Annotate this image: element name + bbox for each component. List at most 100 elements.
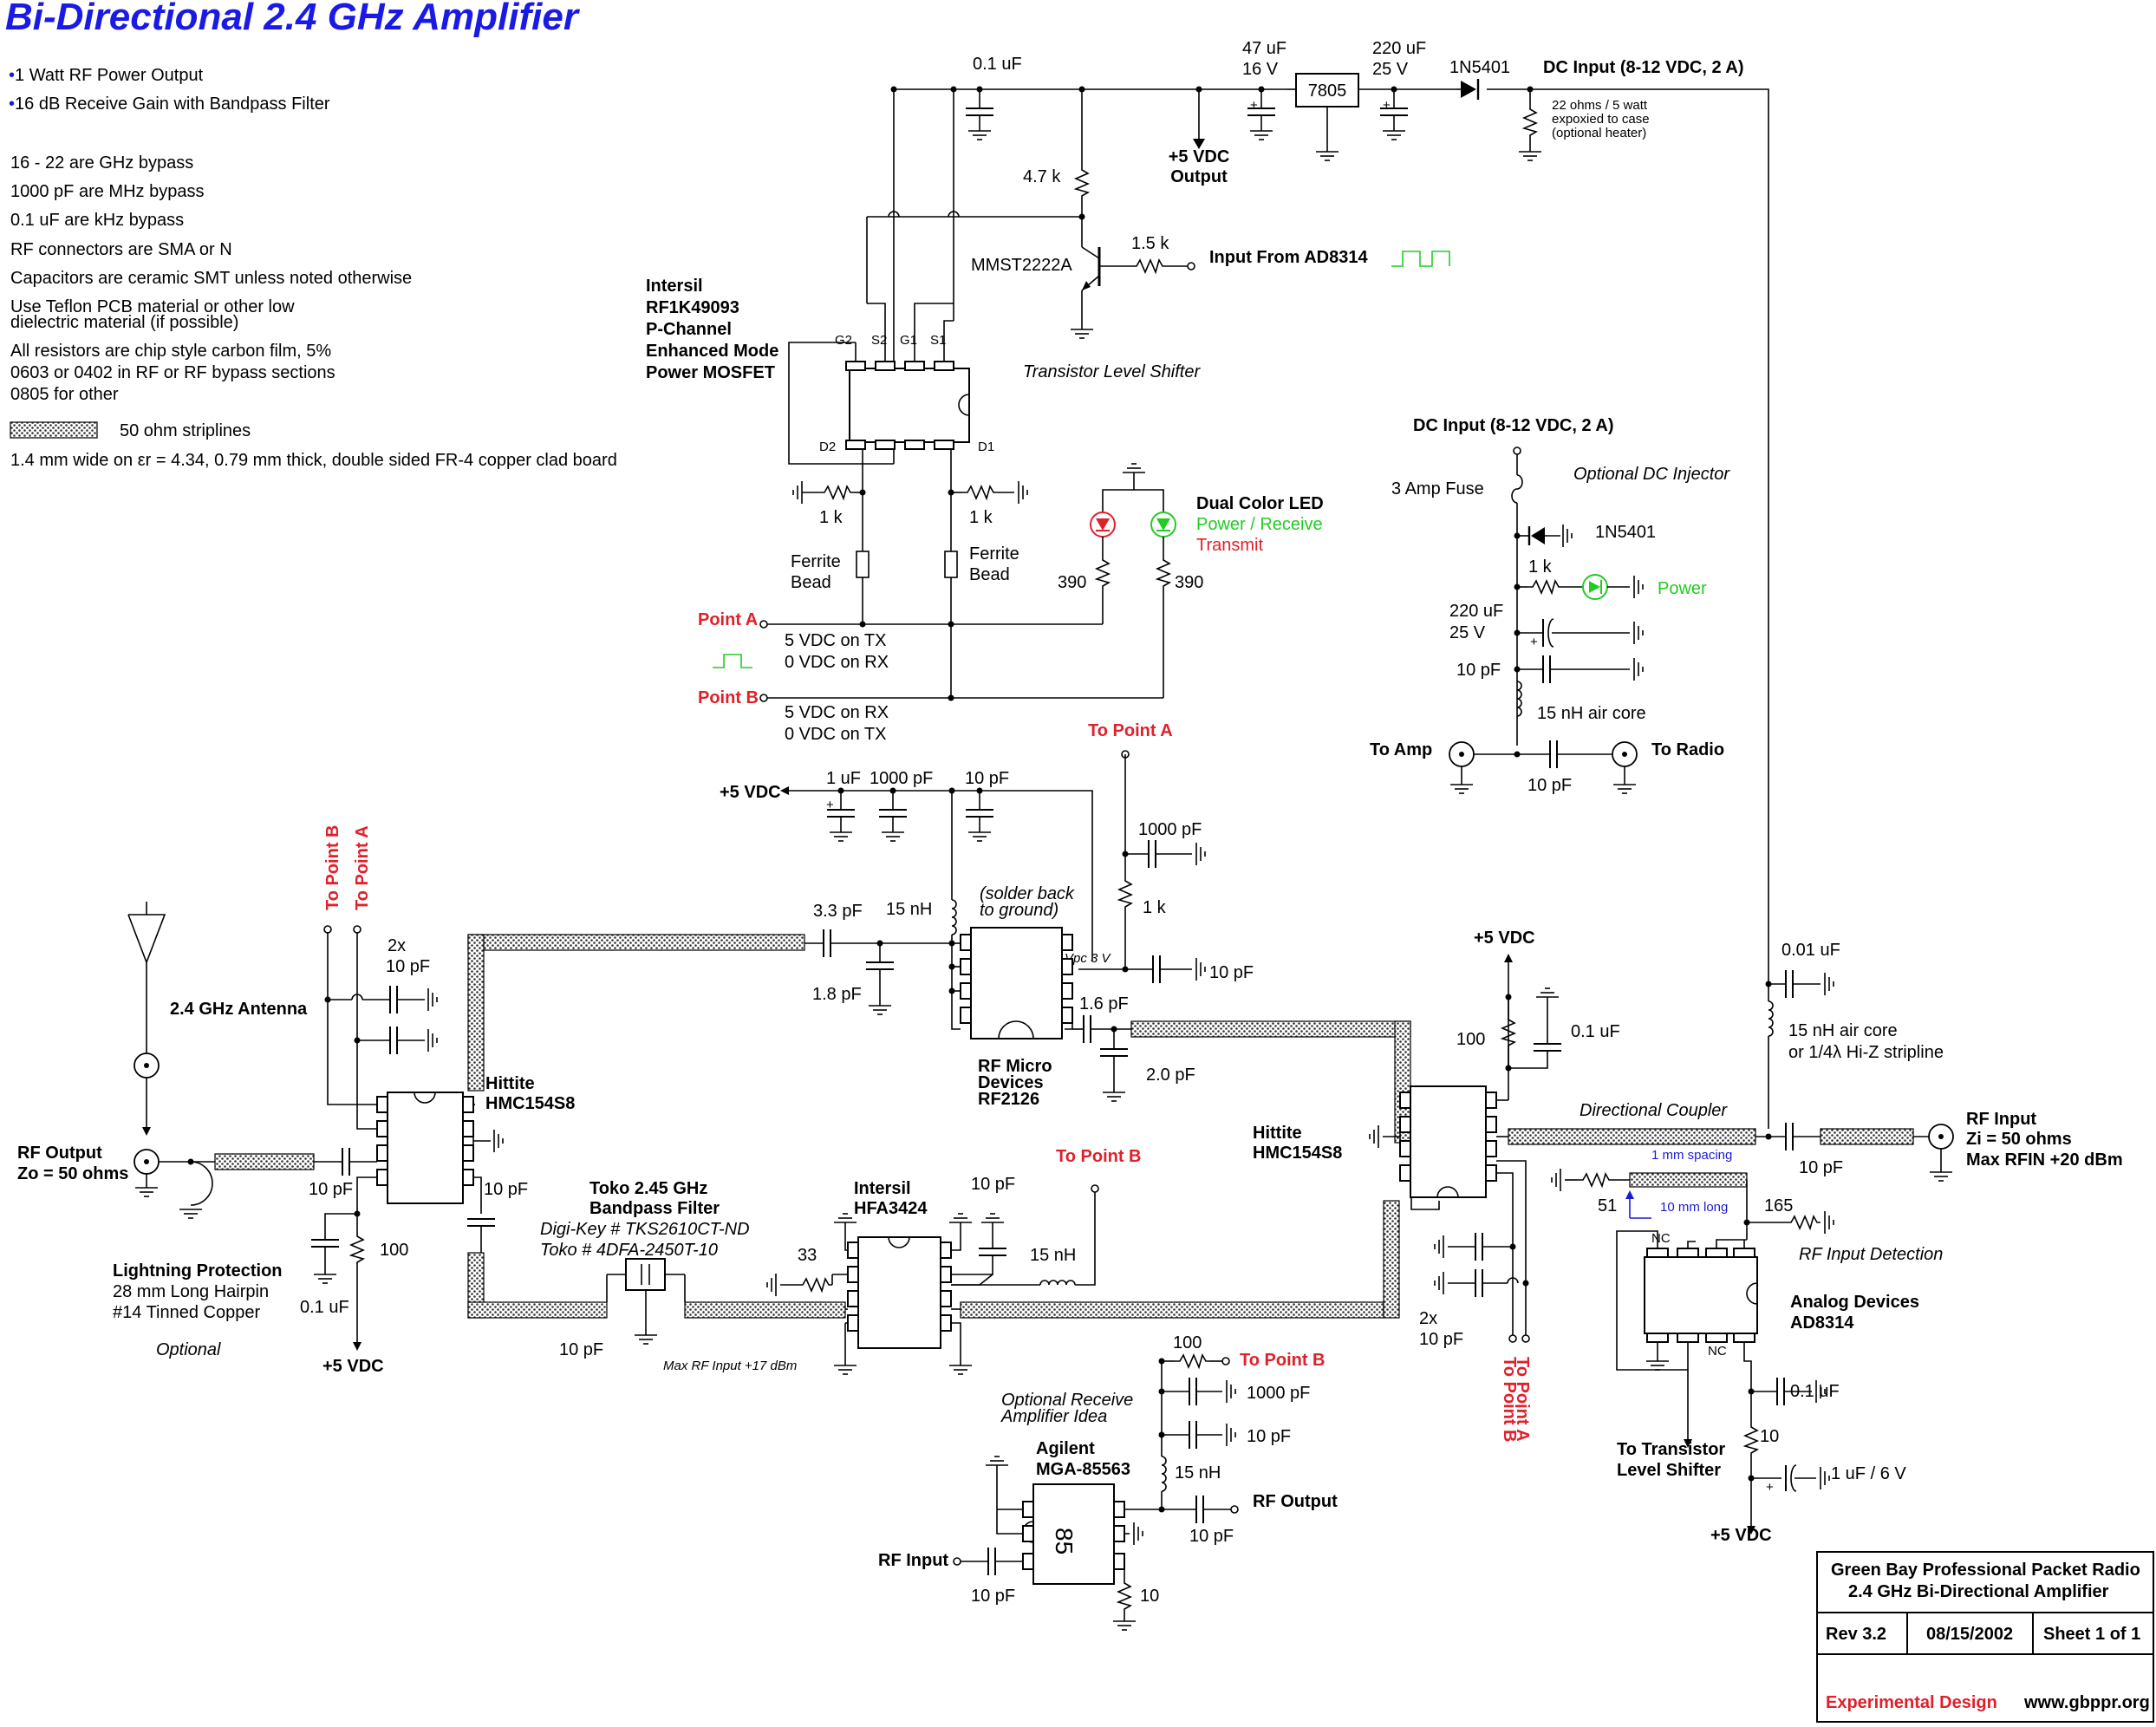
cap-label: 0.01 uF	[1781, 941, 1840, 960]
supply-label: +5 VDC	[1710, 1526, 1772, 1545]
to-shifter-label: To Transistor	[1617, 1440, 1725, 1459]
dc-input-label: DC Input (8-12 VDC, 2 A)	[1413, 416, 1614, 435]
note-item: All resistors are chip style carbon film…	[10, 342, 331, 361]
coupler-label: Directional Coupler	[1580, 1101, 1728, 1120]
optional-label: Optional	[156, 1340, 221, 1359]
note-item: 0.1 uF are kHz bypass	[10, 211, 184, 230]
hmc154s8-right-switch	[1410, 1085, 1487, 1198]
to-amp-connector	[1449, 741, 1475, 767]
hmc154-label: Hittite	[485, 1074, 535, 1093]
power-supply-section: 7805 ++ 0.1 uF 47 uF 16 V 220 uF 25 V 1N…	[646, 39, 1769, 1001]
board-note: 1.4 mm wide on εr = 4.34, 0.79 mm thick,…	[10, 451, 617, 470]
led-label: Dual Color LED	[1196, 494, 1324, 513]
svg-text:•1 Watt RF Power Output: •1 Watt RF Power Output	[9, 66, 204, 85]
to-point-b-label: To Point B	[1240, 1351, 1326, 1370]
note: (solder back	[980, 884, 1075, 903]
svg-text:+: +	[826, 798, 834, 812]
rf-input-label: RF Input	[1966, 1110, 2036, 1129]
resistor-label: 1 k	[969, 508, 993, 527]
dc-input-label: DC Input (8-12 VDC, 2 A)	[1543, 58, 1744, 77]
cap-label: 10 pF	[971, 1175, 1015, 1194]
receive-amp-note: Optional Receive	[1001, 1391, 1133, 1410]
cap-label: 2.0 pF	[1146, 1066, 1195, 1085]
cap-label: 1.6 pF	[1079, 994, 1129, 1013]
cap-label: 10 pF	[309, 1180, 353, 1199]
stripline	[1130, 1020, 1411, 1038]
title-block-org: Green Bay Professional Packet Radio	[1831, 1561, 2140, 1580]
stripline	[467, 934, 485, 1092]
hfa3424-label: Intersil	[854, 1179, 911, 1198]
note-item: 0805 for other	[10, 385, 119, 404]
point-b-note: 5 VDC on RX	[785, 703, 889, 722]
mosfet-label: RF1K49093	[646, 298, 739, 317]
pin-label: D2	[819, 440, 836, 454]
output-label: Output	[1170, 167, 1228, 186]
cap-label: 1000 pF	[1138, 820, 1202, 839]
to-point-b-label: To Point B	[1500, 1357, 1519, 1443]
cap-label: 10 pF	[1527, 776, 1572, 795]
cap-label: 10 pF	[559, 1340, 603, 1359]
cap-label: 1.8 pF	[812, 985, 862, 1004]
stripline	[467, 934, 805, 951]
square-wave-icon	[1391, 251, 1450, 267]
svg-text:+: +	[1250, 98, 1258, 113]
cap-label: 10 pF	[386, 957, 430, 976]
to-point-a-label: To Point A	[1088, 721, 1173, 740]
rf-section: +5 VDC + 1 uF 1000 pF 10 pF 15 nH (solde…	[17, 721, 2123, 1545]
rf-output-label: Zo = 50 ohms	[17, 1164, 128, 1183]
resistor-label: 51	[1598, 1196, 1617, 1215]
feature-item: 1 Watt RF Power Output	[15, 66, 204, 85]
ad8314-label: AD8314	[1790, 1313, 1854, 1333]
output-label: +5 VDC	[1169, 147, 1230, 166]
to-point-a-label: To Point A	[353, 825, 372, 910]
toko-bandpass-filter	[625, 1258, 666, 1291]
note-item: 0603 or 0402 in RF or RF bypass sections	[10, 363, 335, 382]
svg-text:•16 dB Receive Gain with Bandp: •16 dB Receive Gain with Bandpass Filter	[9, 94, 330, 114]
rf-output-connector	[134, 1149, 160, 1175]
pin-label: Vpc 3 V	[1065, 951, 1112, 966]
toko-label: Toko 2.45 GHz	[589, 1179, 707, 1198]
ferrite-label: Bead	[969, 565, 1010, 584]
lightning-label: 28 mm Long Hairpin	[113, 1282, 269, 1301]
fuse-label: 3 Amp Fuse	[1391, 479, 1484, 499]
stripline	[960, 1301, 1384, 1319]
coupler-stripline	[1629, 1172, 1748, 1188]
cap-voltage: 25 V	[1372, 60, 1409, 79]
svg-text:+: +	[1766, 1480, 1774, 1495]
rf2126-amplifier	[970, 927, 1063, 1039]
cap-label: 10 pF	[1419, 1330, 1463, 1349]
title-block-date: 08/15/2002	[1926, 1625, 2013, 1644]
toko-label: Bandpass Filter	[589, 1199, 720, 1218]
feature-item: 16 dB Receive Gain with Bandpass Filter	[15, 94, 330, 114]
ferrite-bead	[856, 551, 870, 578]
input-label: Input From AD8314	[1209, 248, 1368, 267]
inductor-label: 15 nH air core	[1537, 704, 1646, 723]
note-item: dielectric material (if possible)	[10, 313, 238, 332]
resistor-label: 1 k	[1143, 898, 1167, 917]
to-radio-label: To Radio	[1651, 740, 1724, 759]
rf-input-label: Max RFIN +20 dBm	[1966, 1150, 2123, 1170]
rf2126-label: RF Micro	[978, 1057, 1052, 1076]
led-label: Transmit	[1196, 536, 1263, 555]
resistor-label: 100	[1456, 1030, 1485, 1049]
resistor-label: 1 k	[819, 508, 844, 527]
cap-label: 3.3 pF	[813, 902, 863, 921]
cap-label: 220 uF	[1449, 602, 1503, 621]
cap-label: 10 pF	[1247, 1427, 1291, 1446]
cap-label: 0.1 uF	[1790, 1382, 1840, 1401]
note-item: RF connectors are SMA or N	[10, 240, 232, 259]
resistor-label: 165	[1764, 1196, 1793, 1215]
title-block-url: www.gbppr.org	[2023, 1693, 2150, 1712]
note-item: 1000 pF are MHz bypass	[10, 182, 204, 201]
rf-input-label: Zi = 50 ohms	[1966, 1130, 2072, 1149]
inductor-label: 15 nH	[1030, 1246, 1076, 1265]
schematic-title: Bi-Directional 2.4 GHz Amplifier	[5, 0, 581, 38]
heater-note: expoxied to case	[1552, 112, 1650, 127]
receive-amp-note: Amplifier Idea	[1000, 1407, 1107, 1426]
to-point-b-label: To Point B	[323, 825, 342, 911]
stripline	[684, 1301, 846, 1319]
notes-list: 16 - 22 are GHz bypass 1000 pF are MHz b…	[10, 153, 412, 404]
resistor-label: 10	[1760, 1427, 1779, 1446]
